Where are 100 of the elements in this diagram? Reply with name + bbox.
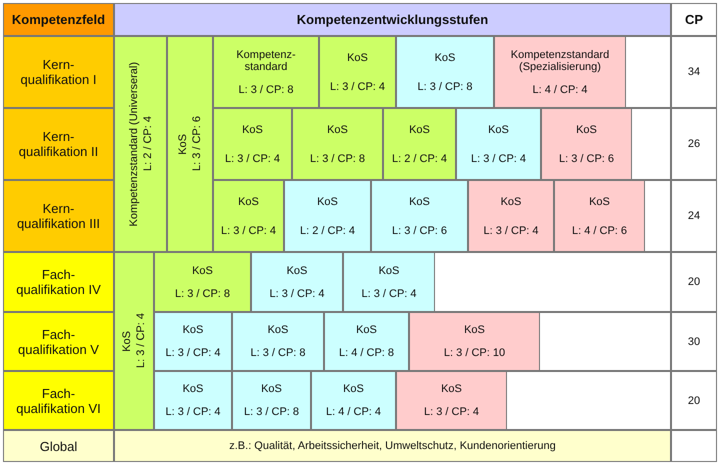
level-credit-text: L: 3 / CP: 4 [220, 224, 276, 236]
competence-block [232, 312, 324, 371]
level-credit-text: L: 3 / CP: 6 [392, 224, 448, 236]
credit-value: 30 [688, 336, 700, 348]
competence-block [319, 36, 396, 108]
level-credit-text: L: 3 / CP: 4 [424, 406, 480, 418]
block-title: KoS [356, 324, 377, 336]
level-credit-text: L: 2 / CP: 4 [300, 224, 356, 236]
block-title: KoS [177, 134, 189, 154]
level-credit-text: L: 3 / CP: 4 [135, 313, 147, 369]
competence-block [371, 180, 468, 252]
credit-total [671, 312, 717, 371]
competence-block [468, 180, 554, 252]
level-credit-text: L: 3 / CP: 4 [224, 152, 280, 164]
competence-block [232, 371, 311, 430]
block-title: KoS [500, 196, 522, 208]
field-header [3, 252, 114, 312]
field-header [3, 36, 114, 108]
block-title: KoS [192, 264, 213, 276]
level-credit-text: L: 3 / CP: 4 [165, 346, 221, 359]
block-title: KoS [347, 52, 368, 64]
level-credit-text: L: 3 / CP: 8 [244, 406, 300, 418]
competence-block [409, 312, 540, 371]
competence-block [343, 252, 435, 312]
field-header [3, 108, 114, 180]
level-credit-text: L: 3 / CP: 8 [310, 152, 366, 164]
field-name: Fach- qualifikation V [17, 326, 100, 356]
level-credit-text: L: 4 / CP: 8 [338, 346, 394, 359]
field-name: Kern- qualifikation II [18, 129, 100, 159]
block-title: KoS [182, 383, 204, 396]
header-text: Kompetenzentwicklungsstufen [296, 12, 488, 27]
competence-block [292, 108, 383, 180]
block-title: KoS [378, 264, 400, 276]
credit-value: 34 [688, 66, 700, 78]
block-title: KoS [327, 124, 348, 136]
level-credit-text: L: 4 / CP: 4 [326, 406, 382, 418]
block-title: KoS [409, 124, 430, 136]
level-credit-text: L: 3 / CP: 6 [191, 116, 203, 172]
level-credit-text: L: 3 / CP: 4 [330, 80, 386, 92]
block-title: KoS [242, 124, 263, 136]
examples-text: z.B.: Qualität, Arbeitssicherheit, Umweltschutz, Kundenorientierung [229, 440, 556, 452]
header-text: CP [684, 12, 704, 27]
block-title: KoS [182, 324, 204, 336]
credit-total [671, 108, 717, 180]
level-credit-text: L: 3 / CP: 8 [417, 80, 473, 92]
level-credit-text: L: 3 / CP: 4 [165, 406, 221, 418]
block-title: KoS [589, 196, 610, 208]
field-header [3, 430, 114, 462]
level-credit-text: L: 3 / CP: 8 [250, 346, 306, 359]
field-header [3, 180, 114, 252]
credit-total [671, 180, 717, 252]
examples-band [114, 430, 671, 462]
competence-block [494, 36, 626, 108]
block-title: KoS [286, 264, 308, 276]
block-title: Kompetenz- standard [235, 48, 297, 72]
level-credit-text: L: 3 / CP: 6 [558, 152, 614, 164]
competence-block [114, 252, 154, 430]
credit-value: 20 [688, 394, 700, 406]
level-credit-text: L: 3 / CP: 4 [269, 288, 325, 300]
level-credit-text: L: 3 / CP: 8 [238, 84, 294, 96]
block-title: KoS [464, 324, 485, 336]
block-title: KoS [441, 383, 462, 396]
competence-block [541, 108, 632, 180]
level-credit-text: L: 2 / CP: 4 [392, 152, 448, 164]
competence-block [167, 36, 213, 252]
block-title: KoS [238, 196, 259, 208]
competence-block [383, 108, 456, 180]
level-credit-text: L: 4 / CP: 4 [532, 84, 588, 96]
level-credit-text: L: 3 / CP: 4 [361, 288, 417, 300]
column-header [3, 3, 114, 36]
competence-block [456, 108, 541, 180]
block-title: KoS [576, 124, 597, 136]
level-credit-text: L: 3 / CP: 4 [470, 152, 526, 164]
block-title: KoS [488, 124, 509, 136]
block-title: Kompetenzstandard (Spezialisierung) [510, 48, 610, 72]
competence-block [154, 312, 232, 371]
block-title: KoS [343, 383, 364, 396]
credit-total [671, 252, 717, 312]
competence-block [251, 252, 343, 312]
competence-block [213, 36, 319, 108]
block-title: KoS [434, 52, 456, 64]
block-title: KoS [261, 383, 282, 396]
field-name: Kern- qualifikation I [20, 57, 98, 87]
field-name: Kern- qualifikation III [16, 201, 102, 231]
block-title: KoS [121, 330, 133, 352]
competence-block [311, 371, 396, 430]
competence-block [284, 180, 371, 252]
level-credit-text: L: 3 / CP: 10 [444, 346, 506, 359]
competence-block [213, 108, 292, 180]
block-title: KoS [268, 324, 288, 336]
field-name: Fach- qualifikation IV [15, 267, 102, 297]
credit-total [671, 371, 717, 430]
competence-block [114, 36, 167, 252]
credit-value: 20 [688, 276, 700, 288]
competence-block [324, 312, 409, 371]
competence-block [554, 180, 645, 252]
column-header [114, 3, 671, 36]
level-credit-text: L: 3 / CP: 4 [483, 224, 539, 236]
block-title: KoS [409, 196, 430, 208]
field-header [3, 371, 114, 430]
